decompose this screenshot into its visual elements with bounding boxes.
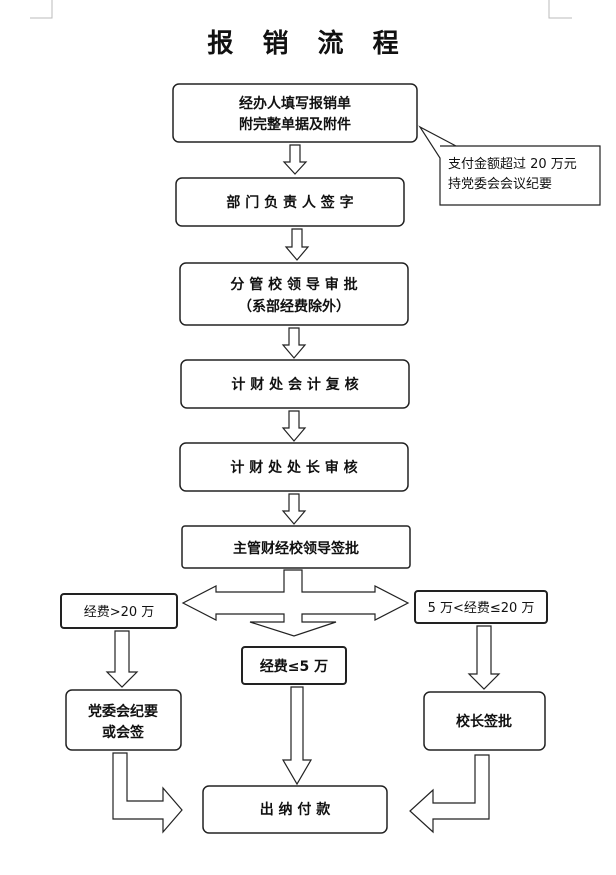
step-leader-approve: 分 管 校 领 导 审 批 （系部经费除外）	[179, 262, 409, 326]
callout-note: 支付金额超过 20 万元 持党委会会议纪要	[418, 125, 601, 206]
condition-under-5: 经费≤5 万	[241, 646, 347, 685]
left-elbow-arrow	[112, 752, 183, 834]
down-arrow-2	[284, 228, 310, 261]
action-party-committee: 党委会纪要 或会签	[65, 689, 182, 751]
step-dept-head-sign-label: 部 门 负 责 人 签 字	[226, 194, 353, 211]
step-dept-head-sign: 部 门 负 责 人 签 字	[175, 177, 405, 227]
step-fill-form-line2: 附完整单据及附件	[239, 116, 351, 133]
final-cashier-payment: 出 纳 付 款	[202, 785, 388, 834]
step-leader-approve-line2: （系部经费除外）	[238, 298, 350, 315]
page-title: 报 销 流 程	[207, 28, 408, 59]
down-arrow-4	[281, 410, 307, 442]
step-director-review-label: 计 财 处 处 长 审 核	[230, 459, 357, 476]
step-director-review: 计 财 处 处 长 审 核	[179, 442, 409, 492]
step-leader-approve-line1: 分 管 校 领 导 审 批	[230, 276, 357, 293]
condition-under-5-label: 经费≤5 万	[260, 658, 328, 675]
condition-over-20-label: 经费>20 万	[84, 605, 155, 620]
condition-5-to-20: 5 万<经费≤20 万	[414, 590, 548, 624]
step-fill-form-line1: 经办人填写报销单	[239, 95, 351, 112]
step-accountant-review-label: 计 财 处 会 计 复 核	[231, 376, 358, 393]
step-finance-leader-sign-label: 主管财经校领导签批	[233, 540, 359, 557]
left-down-arrow	[105, 630, 139, 688]
condition-over-20: 经费>20 万	[60, 593, 178, 629]
right-down-arrow	[467, 625, 501, 690]
condition-5-to-20-label: 5 万<经费≤20 万	[428, 601, 535, 616]
down-arrow-5	[281, 493, 307, 525]
callout-line1: 支付金额超过 20 万元	[448, 156, 577, 172]
action-president-sign: 校长签批	[423, 691, 546, 751]
step-fill-form: 经办人填写报销单 附完整单据及附件	[172, 83, 418, 143]
step-finance-leader-sign: 主管财经校领导签批	[181, 525, 411, 569]
middle-down-arrow	[281, 686, 313, 786]
final-cashier-payment-label: 出 纳 付 款	[260, 801, 332, 818]
action-party-committee-line1: 党委会纪要	[88, 703, 158, 720]
page-corner-marks	[30, 0, 572, 19]
down-arrow-1	[282, 144, 308, 175]
action-president-sign-label: 校长签批	[456, 713, 512, 730]
callout-line2: 持党委会会议纪要	[448, 177, 552, 192]
down-arrow-3	[281, 327, 307, 359]
action-party-committee-line2: 或会签	[102, 724, 145, 741]
right-elbow-arrow	[409, 754, 490, 834]
split-arrow	[181, 569, 410, 637]
step-accountant-review: 计 财 处 会 计 复 核	[180, 359, 410, 409]
